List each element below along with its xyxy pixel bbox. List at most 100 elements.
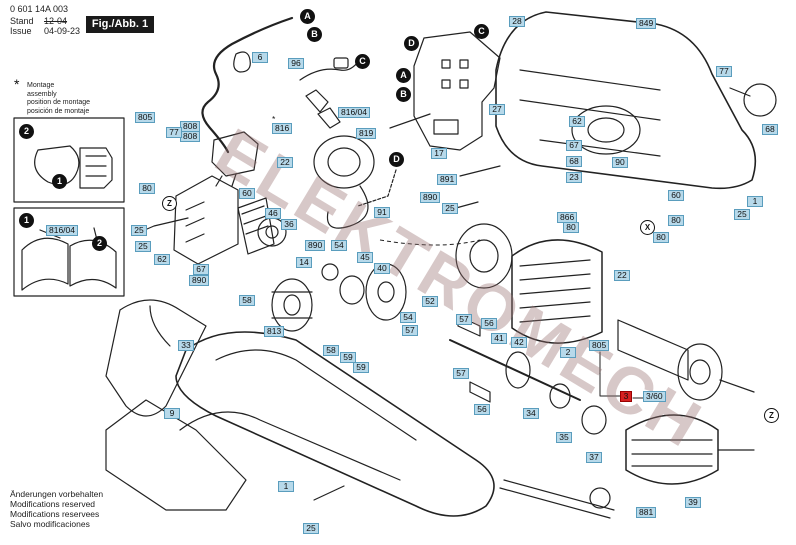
montage-line: Montage [27,82,55,89]
part-label: 25 [442,203,458,214]
part-label: 77 [716,66,732,77]
asterisk-mark: * [272,114,276,124]
part-label: 39 [685,497,701,508]
inset-frame-top [13,117,125,203]
part-label: 59 [340,352,356,363]
part-label: 40 [374,263,390,274]
part-label: 890 [420,192,441,203]
part-label: 805 [135,112,156,123]
callout-z: Z [764,408,779,423]
part-label: 56 [481,318,497,329]
part-label: 67 [566,140,582,151]
callout-b: B [396,87,411,102]
part-label: 35 [556,432,572,443]
footer-line: Änderungen vorbehalten [10,489,104,499]
callout-c: C [355,54,370,69]
part-label-highlighted: 3 [620,391,632,402]
callout-d: D [389,152,404,167]
part-label: 3/60 [643,391,666,402]
callout-d: D [404,36,419,51]
callout-a: A [300,9,315,24]
part-label: 890 [189,275,210,286]
part-label: 57 [456,314,472,325]
part-label: 57 [402,325,418,336]
part-label: 805 [589,340,610,351]
part-label: 1 [278,481,294,492]
montage-line: assembly [27,90,57,98]
part-label: 58 [323,345,339,356]
part-label: 816/04 [338,107,370,118]
part-label: 96 [288,58,304,69]
doc-number: 0 601 14A 003 [10,4,69,14]
part-label: 2 [560,347,576,358]
part-label: 80 [139,183,155,194]
part-label: 6 [252,52,268,63]
part-label: 68 [762,124,778,135]
callout-b: B [307,27,322,42]
part-label: 57 [453,368,469,379]
part-label: 1 [747,196,763,207]
part-label: 37 [586,452,602,463]
part-label: 890 [305,240,326,251]
stand-label: Stand [10,16,34,26]
part-label: 25 [303,523,319,534]
part-label: 813 [264,326,285,337]
part-label: 25 [135,241,151,252]
part-label: 42 [511,337,527,348]
part-label: 23 [566,172,582,183]
part-label: 46 [265,208,281,219]
part-label: 80 [668,215,684,226]
part-label: 9 [164,408,180,419]
part-label: 41 [491,333,507,344]
issue-label: Issue [10,26,32,36]
issue-date: 04-09-23 [44,26,81,36]
part-label: 60 [239,188,255,199]
part-label: 816/04 [46,225,78,236]
montage-line: posición de montaje [27,107,90,115]
callout-z: Z [162,196,177,211]
part-label: 17 [431,148,447,159]
part-label: 54 [331,240,347,251]
callout-c: C [474,24,489,39]
footer-line: Modifications reserved [10,499,96,509]
inset-marker-1: 1 [19,213,34,228]
part-label: 58 [239,295,255,306]
part-label: 56 [474,404,490,415]
montage-marker: * [14,76,20,92]
stand-date: 12-04 [44,16,68,26]
part-label: 90 [612,157,628,168]
montage-line: position de montage [27,99,91,106]
part-label: 22 [614,270,630,281]
part-label: 28 [509,16,525,27]
part-label: 68 [566,156,582,167]
part-label: 849 [636,18,657,29]
part-label: 819 [356,128,377,139]
montage-note: Montage assembly position de montage pos… [27,82,90,116]
part-label: 80 [563,222,579,233]
part-label: 891 [437,174,458,185]
part-label: 80 [653,232,669,243]
part-label: 881 [636,507,657,518]
part-label: 60 [668,190,684,201]
footer-line: Salvo modificaciones [10,519,90,529]
callout-x: X [640,220,655,235]
part-label: 62 [569,116,585,127]
part-label: 33 [178,340,194,351]
part-label: 14 [296,257,312,268]
part-label: 67 [193,264,209,275]
figure-label: Fig./Abb. 1 [86,16,154,33]
part-label: 25 [131,225,147,236]
part-label: 816 [272,123,293,134]
callout-a: A [396,68,411,83]
part-label: 91 [374,207,390,218]
part-label: 25 [734,209,750,220]
part-label: 62 [154,254,170,265]
part-label: 59 [353,362,369,373]
footer-line: Modifications reservees [10,509,100,519]
part-label: 27 [489,104,505,115]
part-label: 54 [400,312,416,323]
inset-frame-bottom [13,207,125,297]
part-label: 808 [180,131,201,142]
part-label: 45 [357,252,373,263]
